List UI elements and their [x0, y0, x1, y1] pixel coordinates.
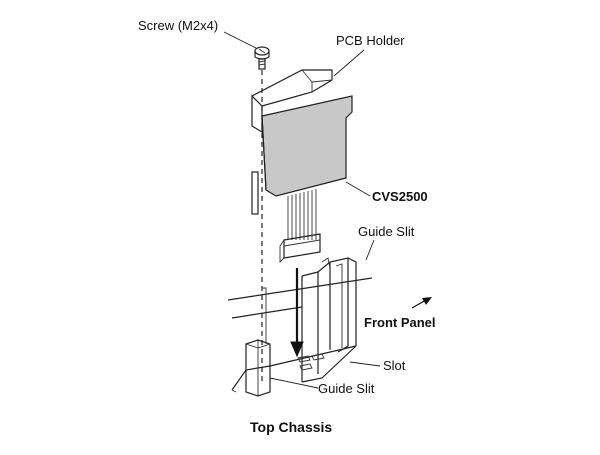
pcb-holder-part: [251, 69, 333, 134]
front-panel-label: Front Panel: [364, 315, 436, 330]
insertion-arrow: [290, 268, 304, 358]
guide-slit-top-label: Guide Slit: [358, 224, 415, 239]
slot-leader: [349, 361, 381, 367]
slot-label: Slot: [383, 358, 406, 373]
guide-slit-bottom-leader: [269, 377, 319, 389]
diagram-caption: Top Chassis: [250, 419, 332, 435]
guide-slit-top-leader: [365, 239, 375, 261]
cvs2500-leader: [345, 181, 371, 197]
cvs2500-label: CVS2500: [372, 189, 428, 204]
guide-slit-bottom-label: Guide Slit: [318, 381, 375, 396]
screw-label: Screw (M2x4): [138, 18, 218, 33]
cvs2500-board: [251, 95, 353, 264]
front-direction-arrow: [411, 297, 432, 309]
pcb-holder-label: PCB Holder: [336, 33, 405, 48]
pcb-holder-leader: [333, 49, 365, 77]
top-chassis-part: [227, 257, 373, 397]
screw-part: [254, 46, 270, 70]
screw-leader: [223, 31, 257, 49]
